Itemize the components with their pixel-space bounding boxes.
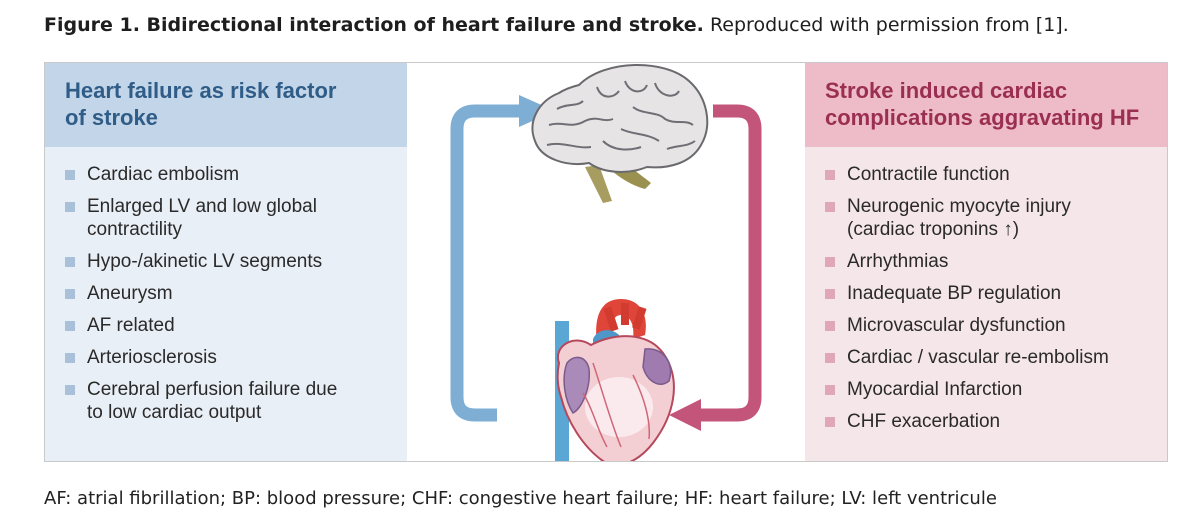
abbreviation-footnote: AF: atrial fibrillation; BP: blood press… <box>44 488 997 509</box>
bullet-square-icon <box>825 170 835 180</box>
left-panel: Heart failure as risk factor of stroke C… <box>45 63 407 461</box>
bullet-square-icon <box>65 257 75 267</box>
left-item-text: Cardiac embolism <box>87 164 240 185</box>
right-panel: Stroke induced cardiac complications agg… <box>805 63 1167 461</box>
left-item: Arteriosclerosis <box>65 346 407 369</box>
cycle-illustration <box>407 63 805 466</box>
bullet-square-icon <box>65 202 75 212</box>
left-item-text: to low cardiac output <box>87 402 262 423</box>
right-panel-title: Stroke induced cardiac complications agg… <box>805 63 1167 147</box>
figure-caption: Figure 1. Bidirectional interaction of h… <box>44 14 1069 36</box>
bullet-square-icon <box>65 321 75 331</box>
left-item-text: Arteriosclerosis <box>87 347 217 368</box>
figure-frame: Heart failure as risk factor of stroke C… <box>44 62 1168 466</box>
left-item: Hypo-/akinetic LV segments <box>65 250 407 273</box>
left-item-text: AF related <box>87 315 175 336</box>
right-title-line-2: complications aggravating HF <box>825 105 1140 130</box>
right-item-text: Neurogenic myocyte injury <box>847 196 1071 217</box>
right-title-line-1: Stroke induced cardiac <box>825 78 1068 103</box>
right-item-text: (cardiac troponins ↑) <box>847 219 1020 240</box>
right-item: Myocardial Infarction <box>825 378 1167 401</box>
left-item-text: Enlarged LV and low global <box>87 196 317 217</box>
right-item-text: Arrhythmias <box>847 251 949 272</box>
bullet-square-icon <box>825 257 835 267</box>
right-item-text: Myocardial Infarction <box>847 379 1023 400</box>
right-item-text: Cardiac / vascular re-embolism <box>847 347 1109 368</box>
left-item-text: contractility <box>87 219 183 240</box>
bullet-square-icon <box>825 289 835 299</box>
left-item-text: Aneurysm <box>87 283 173 304</box>
brain-icon <box>531 64 709 203</box>
right-item-text: Contractile function <box>847 164 1010 185</box>
left-panel-title: Heart failure as risk factor of stroke <box>45 63 407 147</box>
left-item-text: Hypo-/akinetic LV segments <box>87 251 323 272</box>
red-cycle-arrow <box>669 104 762 431</box>
left-item-text: Cerebral perfusion failure due <box>87 379 338 400</box>
caption-credit: Reproduced with permission from [1]. <box>709 14 1069 36</box>
bullet-square-icon <box>825 353 835 363</box>
heart-icon <box>555 299 675 466</box>
left-title-line-1: Heart failure as risk factor <box>65 78 337 103</box>
right-item: Neurogenic myocyte injury(cardiac tropon… <box>825 195 1167 241</box>
right-item: Contractile function <box>825 163 1167 186</box>
bullet-square-icon <box>65 353 75 363</box>
left-item: Cardiac embolism <box>65 163 407 186</box>
cycle-svg <box>450 64 762 466</box>
right-item: Cardiac / vascular re-embolism <box>825 346 1167 369</box>
bullet-square-icon <box>825 385 835 395</box>
right-item-text: Microvascular dysfunction <box>847 315 1066 336</box>
left-item: AF related <box>65 314 407 337</box>
bullet-square-icon <box>65 385 75 395</box>
bullet-square-icon <box>65 170 75 180</box>
left-item: Aneurysm <box>65 282 407 305</box>
bullet-square-icon <box>825 417 835 427</box>
bullet-square-icon <box>825 321 835 331</box>
right-item: CHF exacerbation <box>825 410 1167 433</box>
right-item-text: CHF exacerbation <box>847 411 1001 432</box>
right-item-text: Inadequate BP regulation <box>847 283 1062 304</box>
right-item: Inadequate BP regulation <box>825 282 1167 305</box>
bullet-square-icon <box>65 289 75 299</box>
right-item: Microvascular dysfunction <box>825 314 1167 337</box>
caption-title: Figure 1. Bidirectional interaction of h… <box>44 14 704 36</box>
right-item: Arrhythmias <box>825 250 1167 273</box>
left-title-line-2: of stroke <box>65 105 158 130</box>
bullet-square-icon <box>825 202 835 212</box>
